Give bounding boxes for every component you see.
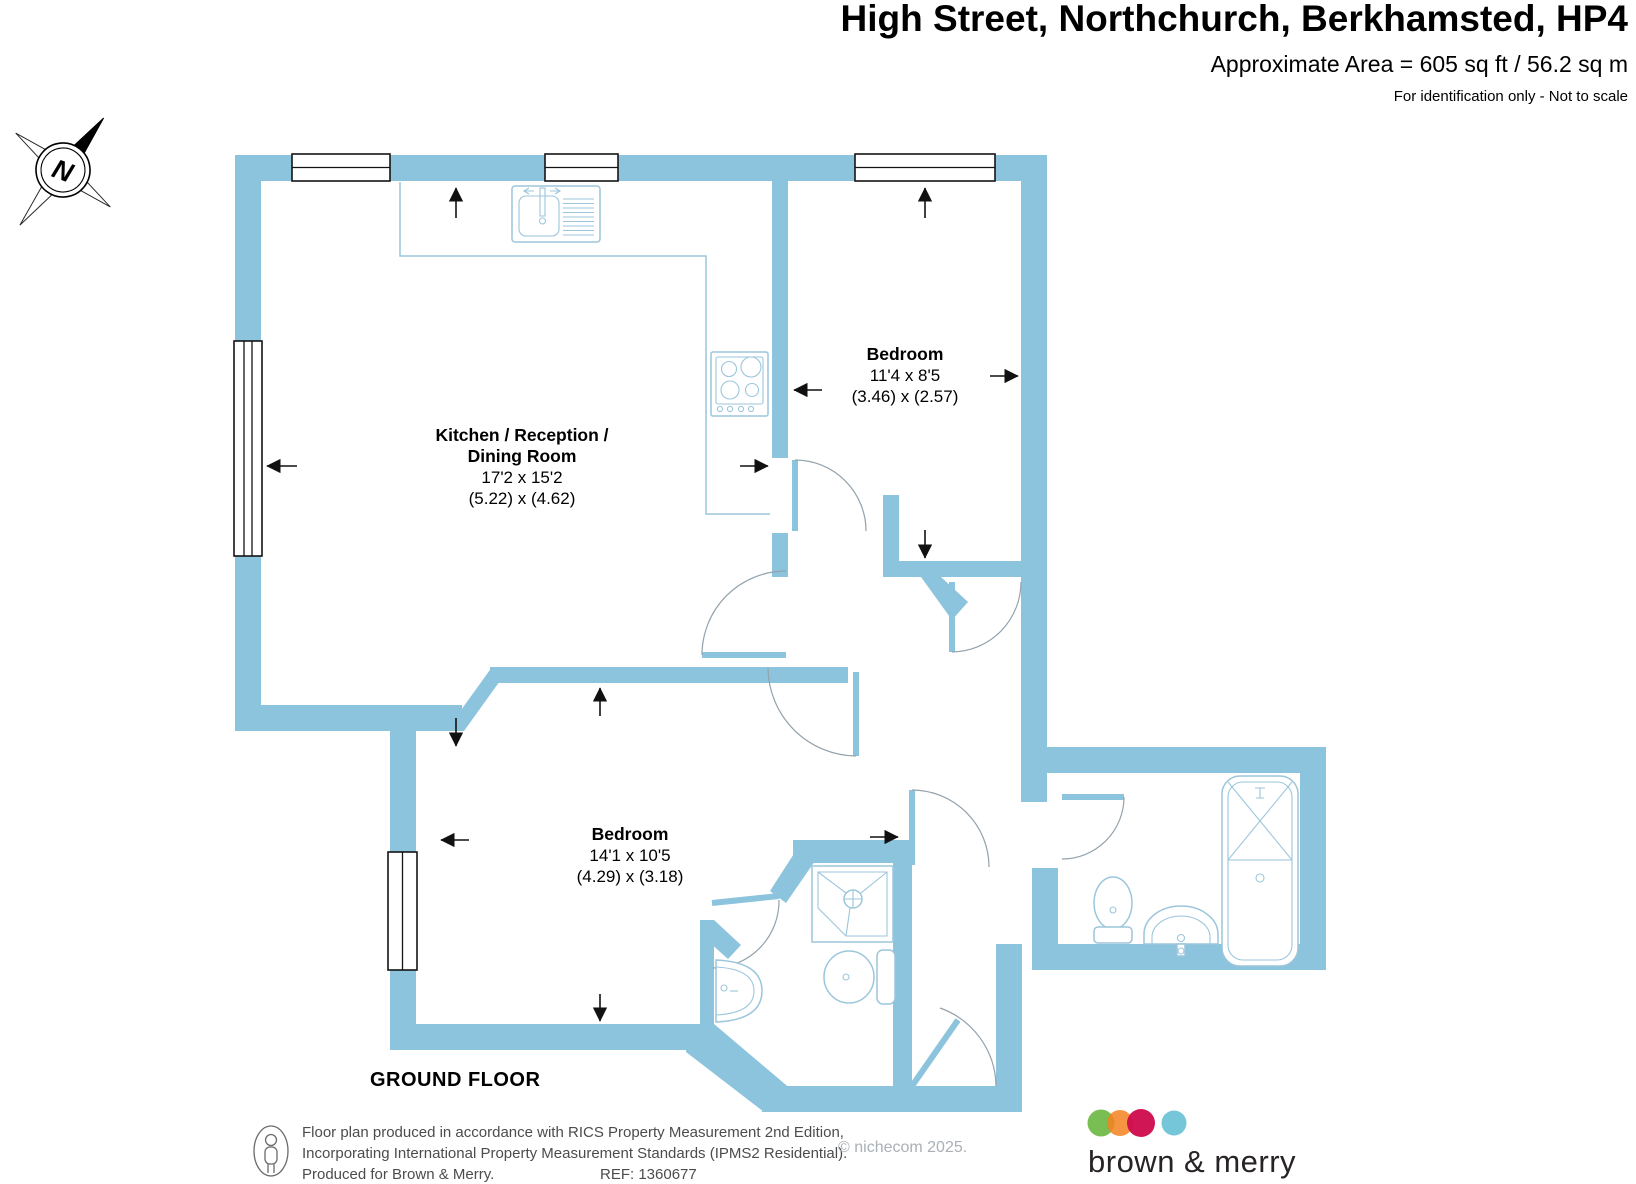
logo-dot-crimson [1127,1109,1155,1137]
toilet-icon [823,949,896,1005]
door-arc [767,667,859,757]
footer: Floor plan produced in accordance with R… [253,1124,967,1183]
bath-tap-icon [1255,787,1265,799]
doors [701,459,1125,1088]
window [544,153,619,182]
room-dims-metric: (3.46) x (2.57) [852,387,959,406]
brand-logo: brown & merry [1087,1109,1296,1179]
identification-note: For identification only - Not to scale [1394,88,1628,105]
room-dims-imperial: 17'2 x 15'2 [481,468,562,487]
room-dims-metric: (5.22) x (4.62) [469,489,576,508]
ensuite-fixtures [715,865,896,1023]
window [854,153,996,182]
page-title: High Street, Northchurch, Berkhamsted, H… [841,0,1629,39]
window [387,851,418,971]
kitchen-fixtures [399,182,770,515]
approximate-area: Approximate Area = 605 sq ft / 56.2 sq m [1211,51,1628,77]
window [233,340,263,557]
measurement-arrows [266,187,1019,1022]
logo-dot-green [1087,1109,1115,1137]
footer-line1: Floor plan produced in accordance with R… [302,1124,844,1141]
compass-icon: N [15,117,111,226]
bath-icon [1221,775,1299,967]
door-arc [949,581,1022,653]
room-name: Bedroom [592,824,669,844]
room-dims-imperial: 11'4 x 8'5 [870,366,940,385]
basin-icon [1143,905,1219,957]
logo-dot-blue [1161,1110,1187,1136]
counter-outline [399,182,770,515]
sink-icon [511,185,601,243]
bathroom-fixtures [1093,775,1299,967]
room-dims-imperial: 14'1 x 10'5 [589,846,670,865]
brand-name: brown & merry [1088,1144,1296,1179]
drainer-lines [563,198,594,236]
kitchen-label: Kitchen / Reception / Dining Room 17'2 x… [435,425,608,508]
rics-figure-icon [253,1125,289,1177]
door-arc [792,459,867,532]
footer-line2: Incorporating International Property Mea… [302,1145,847,1162]
toilet-icon [1093,876,1133,944]
basin-icon [715,959,763,1023]
window [291,153,391,182]
room-name: Dining Room [468,446,577,466]
bedroom2-label: Bedroom 14'1 x 10'5 (4.29) x (3.18) [577,824,684,886]
footer-line3: Produced for Brown & Merry. [302,1166,494,1183]
hob-icon [710,351,769,417]
door-arc [1061,794,1125,860]
door-arc [909,1007,997,1088]
room-name: Bedroom [867,344,944,364]
shower-icon [811,865,894,943]
logo-dot-orange [1107,1110,1133,1136]
footer-ref: REF: 1360677 [600,1166,697,1183]
windows [233,153,996,971]
room-dims-metric: (4.29) x (3.18) [577,867,684,886]
door-arc [909,789,990,868]
bedroom1-label: Bedroom 11'4 x 8'5 (3.46) x (2.57) [852,344,959,406]
nichecom-watermark: © nichecom 2025. [838,1139,967,1156]
room-name: Kitchen / Reception / [435,425,608,445]
door-arc [701,570,787,658]
floor-label: GROUND FLOOR [370,1069,540,1091]
header: High Street, Northchurch, Berkhamsted, H… [841,0,1629,105]
